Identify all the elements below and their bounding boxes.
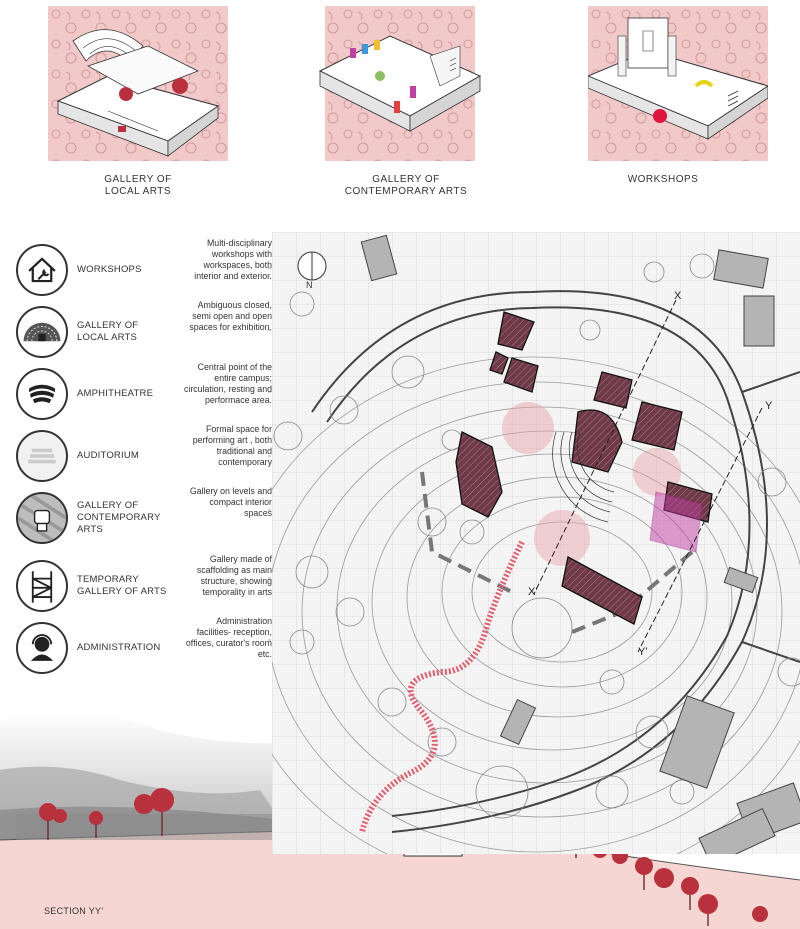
legend-item-administration: ADMINISTRATION Administration facilities…: [16, 616, 272, 678]
legend-item-auditorium: AUDITORIUM Formal space for performing a…: [16, 424, 272, 486]
legend-name-administration: ADMINISTRATION: [77, 642, 161, 653]
thumbnail-label-workshops: WORKSHOPS: [627, 174, 699, 185]
site-plan: N X Y X' Y': [272, 232, 800, 854]
legend-description-temporary-gallery: Gallery made of scaffolding as main stru…: [196, 554, 272, 597]
thumbnail-label-contemporary-arts: GALLERY OF CONTEMPORARY ARTS: [344, 174, 468, 197]
receptionist-icon: [16, 622, 68, 674]
scaffolding-icon: [16, 560, 68, 612]
house-wrench-icon: [16, 244, 68, 296]
legend-name-gallery-contemporary-arts: GALLERY OF CONTEMPORARY ARTS: [77, 500, 161, 535]
section-marker-y: Y: [765, 400, 773, 412]
auditorium-seats-icon: [16, 430, 68, 482]
legend-item-gallery-local-arts: GALLERY OF LOCAL ARTS Ambiguous closed, …: [16, 300, 272, 362]
thumbnail-label-local-arts: GALLERY OF LOCAL ARTS: [104, 174, 172, 197]
legend-name-auditorium: AUDITORIUM: [77, 450, 139, 461]
section-marker-x-prime: X': [528, 586, 538, 598]
legend-item-temporary-gallery: TEMPORARY GALLERY OF ARTS Gallery made o…: [16, 554, 272, 616]
legend-description-gallery-local-arts: Ambiguous closed, semi open and open spa…: [189, 300, 272, 332]
north-label: N: [306, 280, 313, 290]
legend-description-amphitheatre: Central point of the entire campus; circ…: [183, 362, 272, 405]
legend-name-gallery-local-arts: GALLERY OF LOCAL ARTS: [77, 320, 139, 343]
legend-description-gallery-contemporary-arts: Gallery on levels and compact interior s…: [189, 486, 272, 518]
legend-description-workshops: Multi-disciplinary workshops with worksp…: [194, 238, 272, 281]
gallery-local-arts-drawing: [48, 6, 228, 161]
section-marker-y-prime: Y': [638, 646, 648, 658]
section-label: SECTION YY': [44, 906, 104, 916]
peacock-fan-icon: [16, 306, 68, 358]
legend-description-auditorium: Formal space for performing art , both t…: [192, 424, 272, 467]
legend-name-workshops: WORKSHOPS: [77, 264, 142, 275]
amphitheatre-steps-icon: [16, 368, 68, 420]
legend-name-temporary-gallery: TEMPORARY GALLERY OF ARTS: [77, 574, 167, 597]
legend-item-workshops: WORKSHOPS Multi-disciplinary workshops w…: [16, 238, 272, 300]
legend-item-amphitheatre: AMPHITHEATRE Central point of the entire…: [16, 362, 272, 424]
workshops-drawing: [586, 6, 770, 161]
legend-item-gallery-contemporary-arts: GALLERY OF CONTEMPORARY ARTS Gallery on …: [16, 486, 272, 548]
gallery-contemporary-arts-drawing: [310, 6, 490, 161]
fist-icon: [16, 492, 68, 544]
section-marker-x: X: [674, 290, 682, 302]
legend-description-administration: Administration facilities- reception, of…: [185, 616, 272, 659]
legend-name-amphitheatre: AMPHITHEATRE: [77, 388, 154, 399]
